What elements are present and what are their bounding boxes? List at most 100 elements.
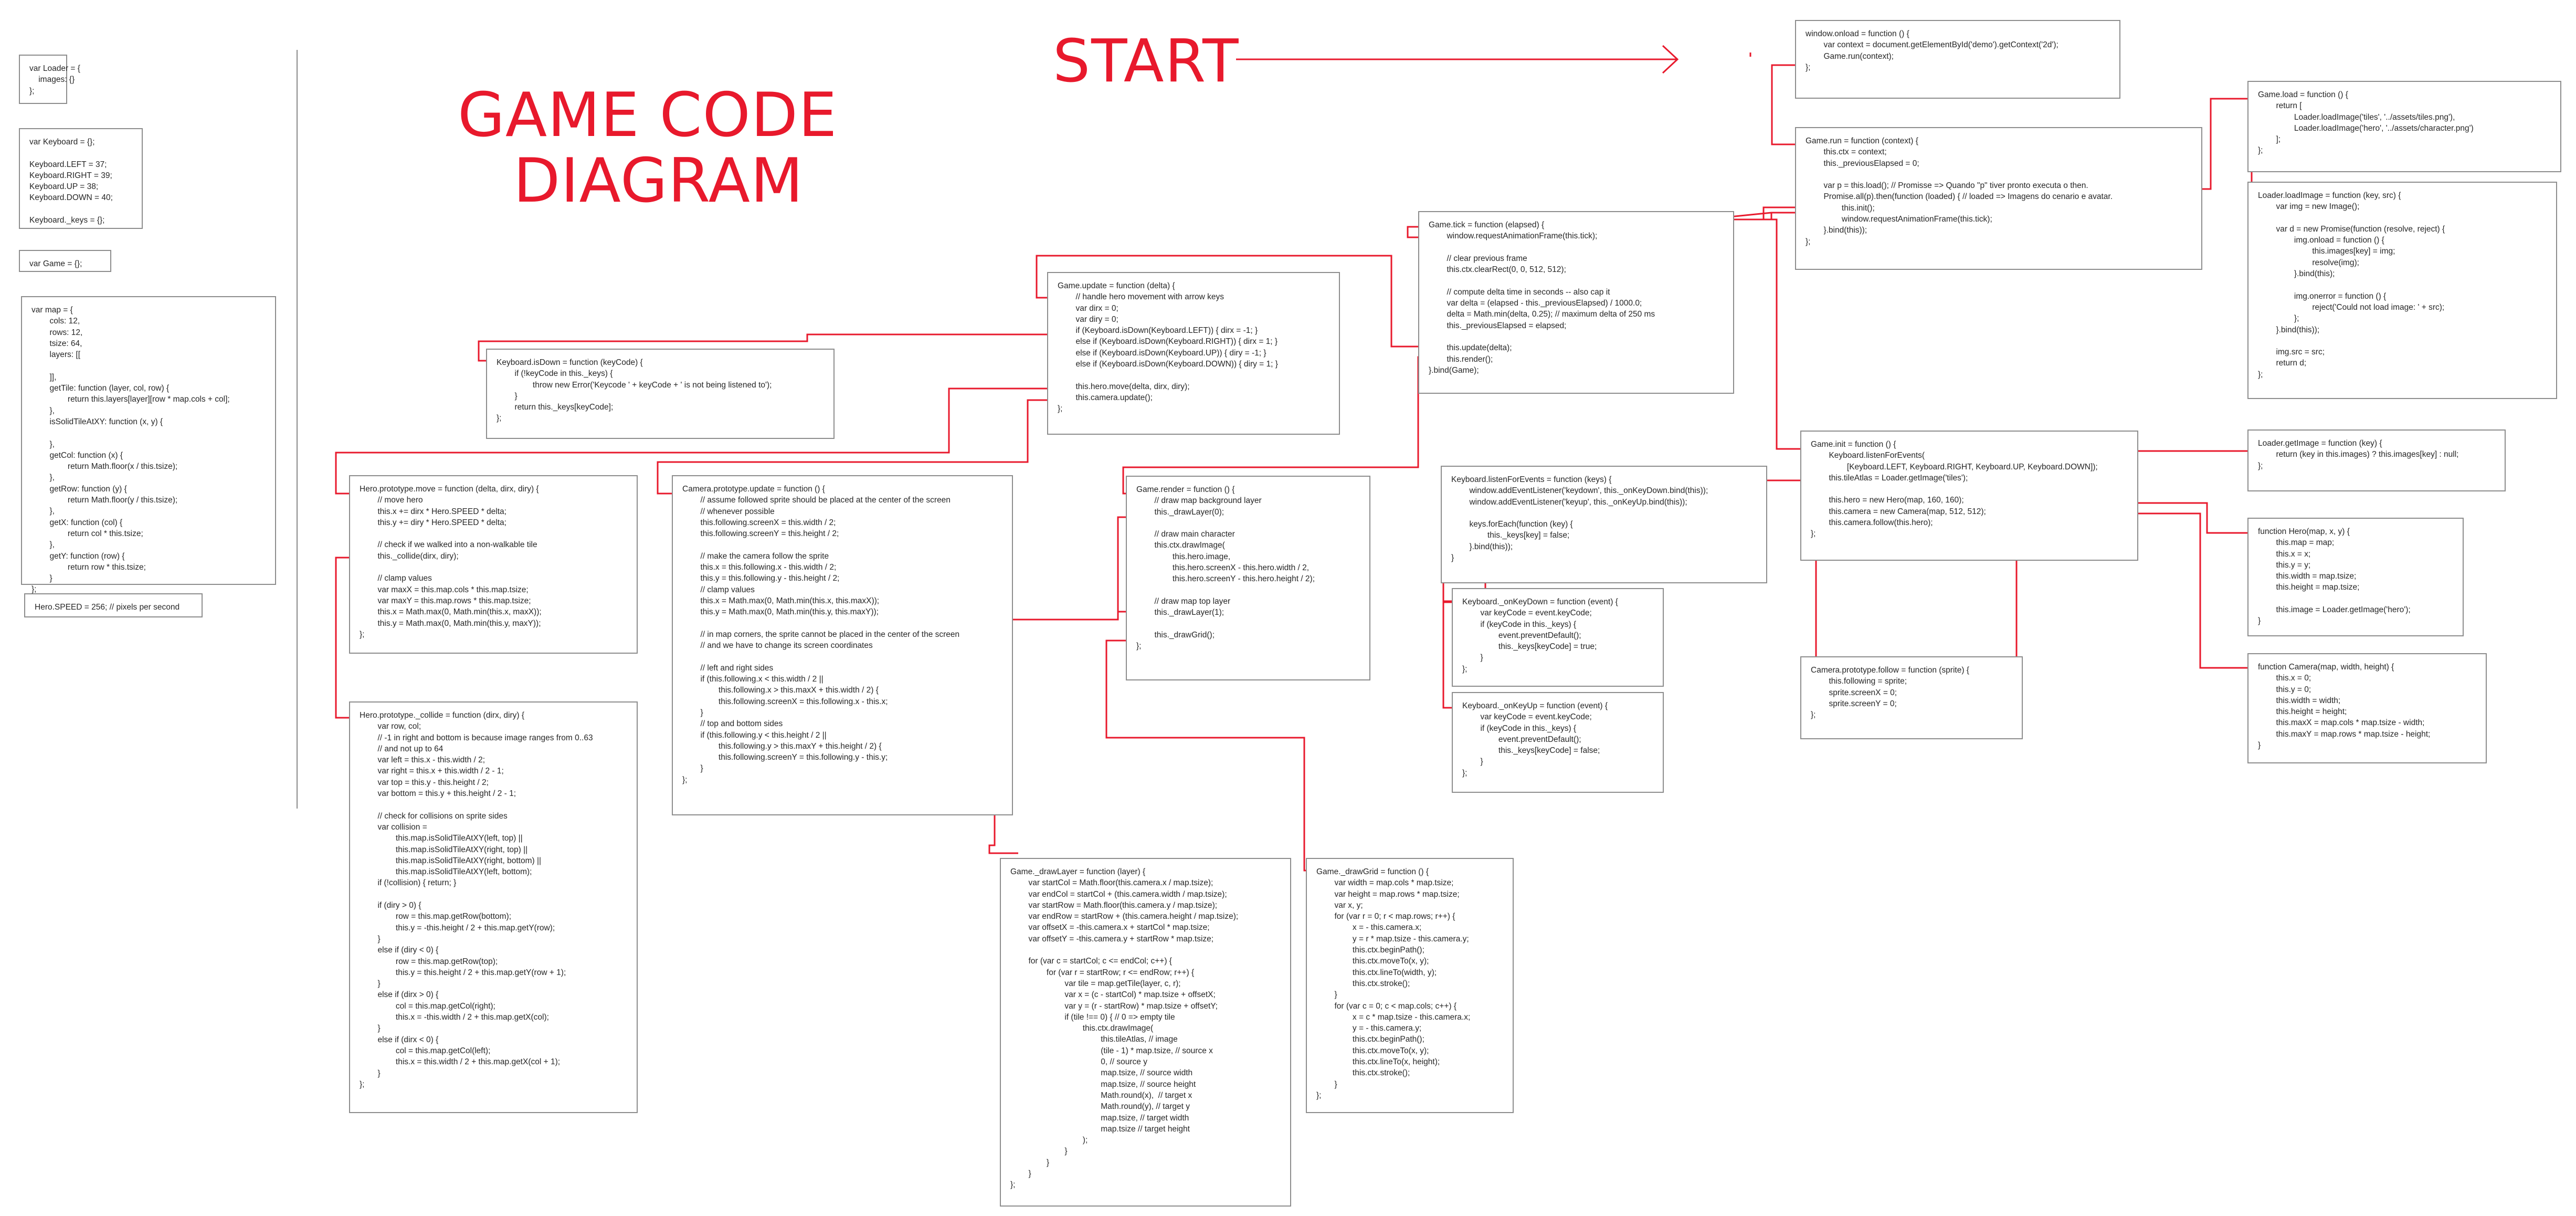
code-line: var p = this.load(); // Promisse => Quan… [1806, 181, 2088, 191]
code-line: this.following.y > this.maxY + this.heig… [682, 741, 882, 751]
code-line: col = this.map.getCol(left); [360, 1046, 491, 1055]
game-object-box: var Game = {}; [19, 250, 111, 272]
code-line: if (tile !== 0) { // 0 => empty tile [1010, 1012, 1175, 1022]
code-line: this.tileAtlas = Loader.getImage('tiles'… [1811, 473, 1968, 483]
code-line: Hero.SPEED = 256; // pixels per second [35, 603, 180, 612]
code-text: Game.update = function (delta) { // hand… [1058, 280, 1332, 415]
code-line: this.x += dirx * Hero.SPEED * delta; [360, 507, 506, 516]
code-line: }.bind(this)); [2258, 325, 2320, 334]
keyboard-isdown-box: Keyboard.isDown = function (keyCode) { i… [486, 349, 835, 439]
code-line: Math.round(y), // target y [1010, 1102, 1190, 1112]
code-line: this.map.isSolidTileAtXY(left, top) || [360, 834, 523, 843]
code-line: if (keyCode in this._keys) { [1462, 620, 1577, 629]
code-line: sprite.screenX = 0; [1811, 688, 1897, 697]
code-line: 0, // source y [1010, 1057, 1147, 1067]
code-line: img.onload = function () { [2258, 236, 2384, 245]
code-line: this.tileAtlas, // image [1010, 1035, 1178, 1044]
code-line: // draw map background layer [1136, 496, 1262, 506]
code-line: this.hero.image, [1136, 552, 1231, 561]
code-line: var map = { [31, 306, 73, 315]
code-line: return Math.floor(y / this.tsize); [31, 496, 178, 505]
code-line: // and not up to 64 [360, 744, 444, 753]
game-drawlayer-box: Game._drawLayer = function (layer) { var… [1000, 858, 1291, 1207]
code-line: }, [31, 540, 55, 550]
code-line: reject('Could not load image: ' + src); [2258, 302, 2445, 312]
code-line: }, [31, 507, 55, 516]
code-line: this.following.screenY = this.following.… [682, 753, 888, 762]
code-line: this.x = -this.width / 2 + this.map.getX… [360, 1013, 549, 1022]
camera-follow-box: Camera.prototype.follow = function (spri… [1800, 656, 2023, 739]
code-line: }; [2258, 370, 2263, 379]
code-line: this.hero = new Hero(map, 160, 160); [1811, 496, 1964, 505]
code-line: // handle hero movement with arrow keys [1058, 292, 1224, 302]
code-line: }, [31, 473, 55, 483]
code-line: } [1451, 553, 1454, 563]
code-line: } [360, 1024, 381, 1033]
code-text: function Camera(map, width, height) { th… [2258, 662, 2478, 751]
code-line: var maxY = this.map.rows * this.map.tsiz… [360, 596, 531, 605]
code-line: this.width = width; [2258, 696, 2341, 705]
code-line: var bottom = this.y + this.height / 2 - … [360, 789, 516, 799]
loader-loadimage-box: Loader.loadImage = function (key, src) {… [2247, 182, 2557, 399]
code-line: this.y = Math.max(0, Math.min(this.y, ma… [360, 619, 541, 628]
code-line: this.y = Math.max(0, Math.min(this.y, th… [682, 607, 879, 617]
code-line: if (this.following.y < this.height / 2 |… [682, 730, 827, 740]
code-line: }.bind(this)); [1806, 226, 1867, 235]
code-line: tsize: 64, [31, 339, 82, 348]
code-line: this.ctx.moveTo(x, y); [1316, 1046, 1429, 1055]
code-line: this.init(); [1806, 203, 1875, 213]
code-line: this.map = map; [2258, 538, 2335, 548]
code-line: var dirx = 0; [1058, 303, 1118, 313]
code-line: this._previousElapsed = 0; [1806, 159, 1919, 168]
code-line: } [1316, 1079, 1337, 1089]
code-text: Game.render = function () { // draw map … [1136, 484, 1362, 652]
code-line: this.ctx.lineTo(x, height); [1316, 1057, 1440, 1067]
code-text: var Game = {}; [29, 258, 103, 269]
code-line: var x, y; [1316, 900, 1363, 910]
code-line: Game.run(context); [1806, 51, 1894, 61]
code-line: var tile = map.getTile(layer, c, r); [1010, 979, 1181, 988]
code-line: }; [1462, 664, 1468, 674]
code-line: Camera.prototype.update = function () { [682, 485, 825, 494]
code-line: }; [1811, 710, 1816, 720]
code-line: }; [1316, 1091, 1322, 1100]
code-line: // make the camera follow the sprite [682, 551, 829, 561]
code-line: }; [1806, 62, 1811, 72]
code-text: window.onload = function () { var contex… [1806, 28, 2112, 73]
code-line: event.preventDefault(); [1462, 735, 1581, 744]
code-line: Game.load = function () { [2258, 90, 2348, 99]
code-line: var keyCode = event.keyCode; [1462, 712, 1592, 722]
code-line: Keyboard.UP = 38; [29, 182, 99, 192]
code-line: img.onerror = function () { [2258, 291, 2387, 301]
code-line: if (!keyCode in this._keys) { [497, 369, 613, 379]
code-line: this.ctx.beginPath(); [1316, 1035, 1424, 1044]
code-line: Loader.loadImage('hero', '../assets/char… [2258, 123, 2474, 133]
code-line: var delta = (elapsed - this._previousEla… [1429, 299, 1642, 308]
code-line: sprite.screenY = 0; [1811, 699, 1897, 708]
code-line: var endCol = startCol + (this.camera.wid… [1010, 889, 1227, 899]
code-line: else if (dirx > 0) { [360, 990, 439, 1000]
code-line: return (key in this.images) ? this.image… [2258, 450, 2459, 459]
diagram-title-line1: GAME CODE [458, 80, 838, 151]
code-line: Math.round(x), // target x [1010, 1091, 1192, 1100]
code-line: delta = Math.min(delta, 0.25); // maximu… [1429, 310, 1655, 319]
code-line: layers: [[ [31, 350, 81, 360]
keyboard-listen-box: Keyboard.listenForEvents = function (key… [1441, 466, 1767, 583]
code-text: Loader.getImage = function (key) { retur… [2258, 438, 2497, 471]
code-line: this.map.isSolidTileAtXY(left, bottom); [360, 867, 532, 877]
code-line: // draw main character [1136, 530, 1235, 539]
code-line: for (var r = 0; r < map.rows; r++) { [1316, 912, 1455, 921]
wire-onload-to-run [1749, 53, 1798, 145]
map-object-box: var map = { cols: 12, rows: 12, tsize: 6… [21, 296, 276, 594]
code-line: resolve(img); [2258, 258, 2359, 267]
code-line: var startCol = Math.floor(this.camera.x … [1010, 878, 1213, 888]
code-line: this.ctx.beginPath(); [1316, 946, 1424, 955]
code-line: row = this.map.getRow(bottom); [360, 912, 511, 921]
window-onload-box: window.onload = function () { var contex… [1795, 20, 2120, 99]
code-line: map.tsize, // source width [1010, 1068, 1193, 1078]
code-line: } [1010, 1169, 1031, 1179]
code-line: if (this.following.x < this.width / 2 || [682, 675, 824, 684]
code-line: var y = (r - startRow) * map.tsize + off… [1010, 1001, 1218, 1011]
code-line: var x = (c - startCol) * map.tsize + off… [1010, 990, 1216, 1000]
code-line: getTile: function (layer, col, row) { [31, 384, 170, 393]
